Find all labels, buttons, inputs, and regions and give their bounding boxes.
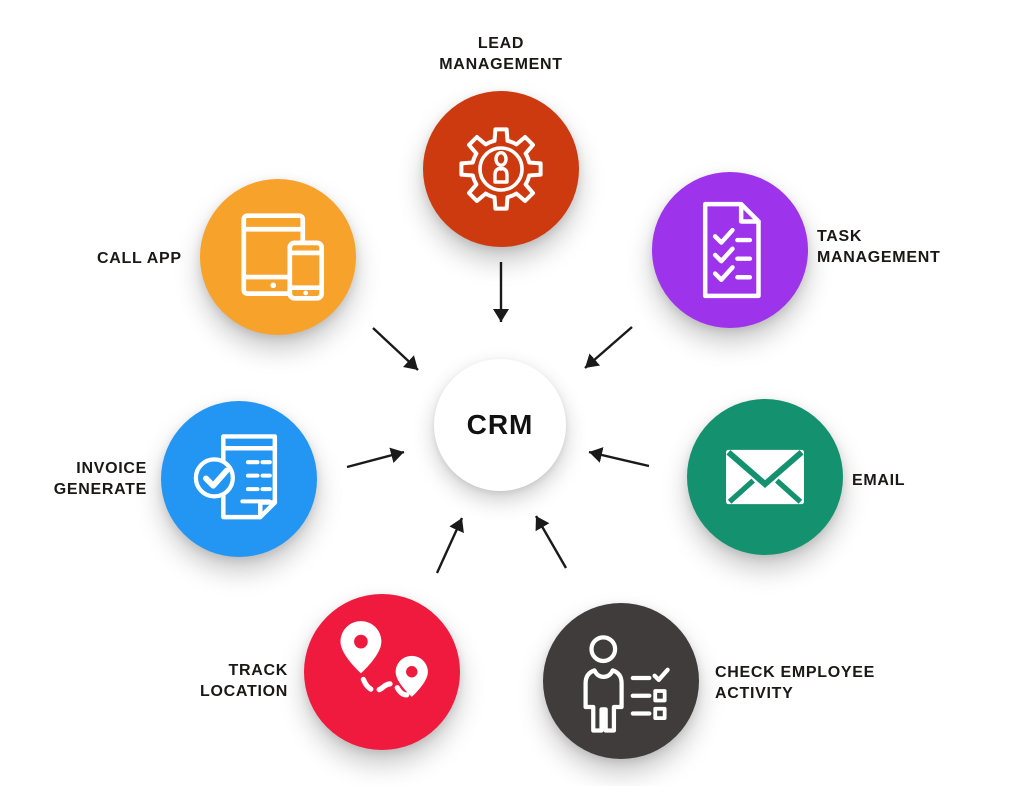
label-invoice-generate: INVOICE GENERATE bbox=[53, 460, 147, 498]
node-check-employee-activity bbox=[543, 603, 699, 759]
node-lead-management bbox=[423, 91, 579, 247]
map-pins-route-icon bbox=[340, 621, 428, 698]
tablet-phone-icon bbox=[241, 213, 325, 301]
arrow-invoice-to-crm bbox=[346, 447, 405, 469]
arrow-track-to-crm bbox=[435, 517, 464, 574]
node-email bbox=[687, 399, 843, 555]
invoice-check-icon bbox=[193, 434, 278, 520]
arrow-employee-to-crm bbox=[534, 515, 568, 569]
node-call-app bbox=[200, 179, 356, 335]
label-task-management: TASK MANAGEMENT bbox=[817, 228, 941, 266]
checklist-document-icon bbox=[702, 201, 761, 299]
gear-person-icon bbox=[459, 127, 543, 211]
label-email: EMAIL bbox=[852, 472, 906, 489]
envelope-icon bbox=[726, 449, 804, 505]
arrow-email-to-crm bbox=[588, 447, 650, 468]
crm-center-node: CRM bbox=[434, 359, 566, 491]
arrow-call-to-crm bbox=[372, 327, 419, 371]
arrow-task-to-crm bbox=[584, 326, 633, 369]
employee-checklist-icon bbox=[583, 635, 670, 733]
crm-center-label: CRM bbox=[466, 409, 534, 440]
label-call-app: CALL APP bbox=[97, 250, 182, 267]
label-track-location: TRACK LOCATION bbox=[200, 662, 288, 700]
label-lead-management: LEAD MANAGEMENT bbox=[439, 35, 563, 73]
node-task-management bbox=[652, 172, 808, 328]
node-invoice-generate bbox=[161, 401, 317, 557]
node-track-location bbox=[304, 594, 460, 750]
label-check-employee-activity: CHECK EMPLOYEE ACTIVITY bbox=[715, 664, 876, 702]
